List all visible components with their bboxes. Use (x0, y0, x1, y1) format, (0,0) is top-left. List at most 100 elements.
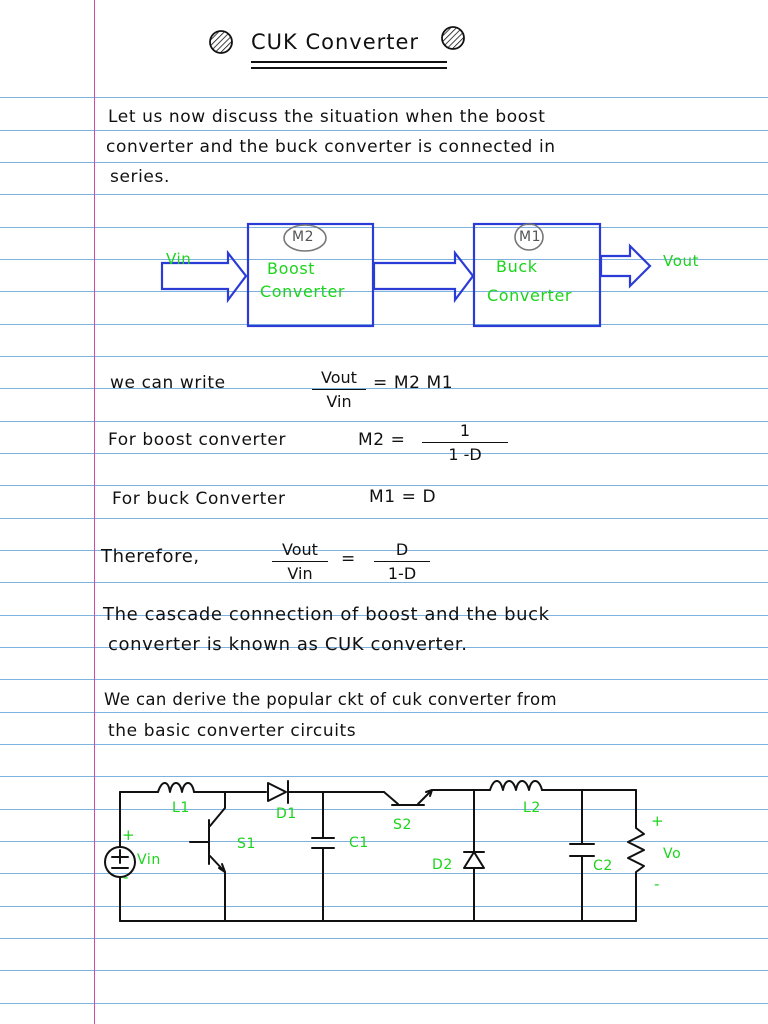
title-text: CUK Converter (251, 30, 420, 54)
cuk-circuit (104, 780, 645, 922)
block2-line1: Buck (496, 257, 538, 276)
buck-label: For buck Converter (112, 489, 286, 509)
ruled-line (0, 647, 768, 648)
label-L2: L2 (523, 800, 541, 816)
load-plus: + (651, 812, 665, 830)
diode-D2-icon (463, 851, 485, 869)
block1-line1: Boost (267, 259, 316, 278)
eq3-rhs-fraction: D 1-D (374, 540, 430, 583)
voltage-source-sign-icon (111, 849, 129, 869)
ruled-line (0, 227, 768, 228)
ruled-line (0, 679, 768, 680)
label-D1: D1 (276, 806, 297, 822)
paragraph-line: The cascade connection of boost and the … (103, 604, 550, 625)
ruled-line (0, 744, 768, 745)
label-C2: C2 (593, 858, 613, 874)
paragraph-line: converter and the buck converter is conn… (106, 137, 556, 157)
ruled-line (0, 970, 768, 971)
eq3-equals: = (341, 549, 356, 569)
ruled-line (0, 130, 768, 131)
eq1-denominator: Vin (326, 392, 352, 411)
fraction-bar (374, 561, 430, 562)
ruled-line (0, 712, 768, 713)
ruled-line (0, 582, 768, 583)
ruled-line (0, 324, 768, 325)
gain-circle-icon (514, 223, 544, 251)
voltage-source-icon (104, 846, 136, 878)
m2-fraction: 1 1 -D (422, 421, 508, 464)
title-underline (251, 61, 447, 63)
hatched-circle-icon (209, 30, 233, 54)
label-L1: L1 (172, 800, 190, 816)
eq3-numerator: Vout (282, 540, 318, 559)
title-underline (251, 67, 447, 69)
vout-label: Vout (663, 252, 700, 270)
ruled-line (0, 162, 768, 163)
block1-gain: M2 (292, 229, 315, 245)
fraction-bar (422, 442, 508, 443)
ruled-line (0, 938, 768, 939)
paragraph-line: converter is known as CUK converter. (108, 634, 468, 655)
transistor-S2-collector (417, 789, 433, 805)
paragraph-line: We can derive the popular ckt of cuk con… (104, 690, 557, 709)
block2-gain: M1 (519, 229, 542, 245)
ruled-line (0, 194, 768, 195)
paragraph-line: series. (110, 167, 170, 187)
ruled-line (0, 906, 768, 907)
ruled-line (0, 776, 768, 777)
eq3-rhs-denominator: 1-D (387, 564, 417, 583)
diode-D1-icon (267, 782, 287, 802)
label-S1: S1 (237, 836, 256, 852)
source-minus: - (123, 868, 130, 886)
ruled-line (0, 259, 768, 260)
ruled-line (0, 453, 768, 454)
ruled-line (0, 809, 768, 810)
ruled-line (0, 485, 768, 486)
inductor-L2-icon (489, 780, 543, 791)
label-Vin: Vin (137, 852, 161, 868)
eq1-fraction: Vout Vin (312, 368, 366, 411)
ruled-line (0, 356, 768, 357)
ruled-line (0, 388, 768, 389)
fraction-bar (272, 561, 328, 562)
ruled-line (0, 1003, 768, 1004)
label-S2: S2 (393, 817, 412, 833)
inductor-L1-icon (157, 782, 195, 793)
ruled-line (0, 291, 768, 292)
resistor-load-icon (627, 789, 645, 922)
eq3-rhs-numerator: D (395, 540, 409, 559)
arrow-icon (218, 863, 226, 873)
label-Vo: Vo (663, 846, 682, 862)
margin-line (94, 0, 95, 1024)
m2-lhs: M2 = (358, 430, 406, 450)
output-arrow-icon (599, 243, 652, 289)
boost-label: For boost converter (108, 430, 287, 450)
fraction-bar (312, 389, 366, 390)
m2-denominator: 1 -D (448, 445, 482, 464)
transistor-S1-icon (209, 791, 226, 827)
m1-equation: M1 = D (369, 487, 437, 507)
label-C1: C1 (349, 835, 369, 851)
ruled-line (0, 518, 768, 519)
transistor-S2-icon (383, 791, 399, 805)
hatched-circle-icon (441, 26, 465, 50)
vin-label: Vin (166, 250, 192, 268)
ruled-line (0, 550, 768, 551)
we-can-write: we can write (110, 373, 226, 393)
eq1-rhs: = M2 M1 (373, 373, 454, 393)
input-arrow-icon (160, 249, 248, 304)
label-D2: D2 (432, 857, 453, 873)
m2-numerator: 1 (459, 421, 471, 440)
gain-circle-icon (283, 224, 327, 252)
eq1-numerator: Vout (321, 368, 357, 387)
ruled-line (0, 841, 768, 842)
paragraph-line: the basic converter circuits (108, 721, 357, 741)
block2-line2: Converter (487, 286, 573, 305)
page-title: CUK Converter (207, 22, 472, 74)
eq3-denominator: Vin (287, 564, 313, 583)
ruled-line (0, 97, 768, 98)
eq3-fraction: Vout Vin (272, 540, 328, 583)
block1-line2: Converter (260, 282, 346, 301)
source-plus: + (122, 826, 136, 844)
ruled-line (0, 615, 768, 616)
